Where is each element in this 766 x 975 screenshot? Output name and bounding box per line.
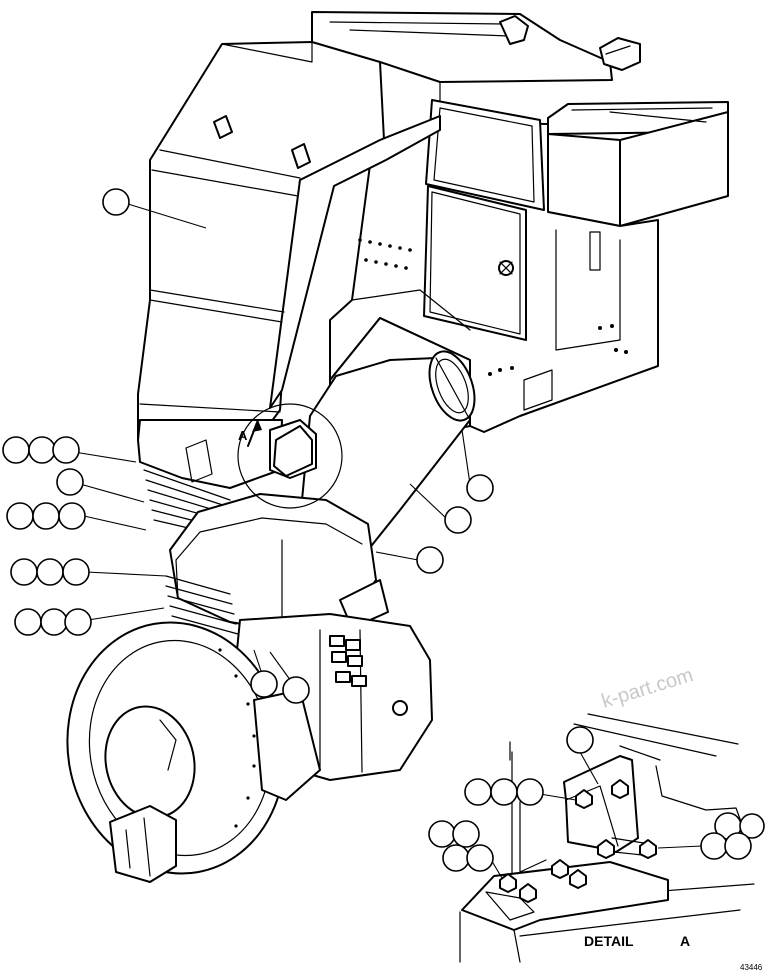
callout-balloon bbox=[102, 188, 130, 216]
callout-balloon bbox=[516, 778, 544, 806]
precleaner-shell bbox=[169, 493, 377, 633]
control-box-side bbox=[547, 133, 621, 227]
callout-balloon bbox=[32, 502, 60, 530]
callout-balloon bbox=[700, 832, 728, 860]
detail-circle bbox=[237, 403, 343, 509]
callout-balloon bbox=[466, 844, 494, 872]
lift-eye-1 bbox=[499, 15, 529, 45]
callout-balloon bbox=[466, 474, 494, 502]
louvre-box bbox=[137, 419, 283, 489]
detail-title: DETAIL bbox=[584, 933, 634, 949]
detail-bolts bbox=[499, 779, 657, 903]
view-arrow-head bbox=[252, 420, 262, 432]
callout-balloon bbox=[452, 820, 480, 848]
callout-balloon bbox=[416, 546, 444, 574]
callout-balloons bbox=[2, 188, 765, 872]
watermark-3: k-part.com bbox=[599, 664, 696, 713]
bolt-5 bbox=[499, 873, 517, 893]
callout-balloon bbox=[14, 608, 42, 636]
callout-balloon bbox=[28, 436, 56, 464]
drawing-number: 43446 bbox=[740, 963, 763, 972]
callout-balloon bbox=[464, 778, 492, 806]
leader-lines bbox=[73, 203, 703, 879]
detail-view-marker: A bbox=[237, 403, 343, 509]
view-marker-letter: A bbox=[238, 428, 248, 443]
bolt-4 bbox=[639, 839, 657, 859]
callout-balloon bbox=[490, 778, 518, 806]
callout-balloon bbox=[739, 813, 765, 839]
callout-balloon bbox=[566, 726, 594, 754]
callout-balloon bbox=[56, 468, 84, 496]
callout-balloon bbox=[10, 558, 38, 586]
access-door bbox=[423, 185, 527, 341]
callout-balloon bbox=[428, 820, 456, 848]
bolt-7 bbox=[569, 869, 587, 889]
detail-letter: A bbox=[680, 933, 690, 949]
bolt-2 bbox=[611, 779, 629, 799]
callout-balloon bbox=[58, 502, 86, 530]
callout-balloon bbox=[36, 558, 64, 586]
callout-balloon bbox=[444, 506, 472, 534]
callout-balloon bbox=[64, 608, 92, 636]
detail-a-inset: DETAIL A bbox=[459, 713, 755, 963]
callout-balloon bbox=[282, 676, 310, 704]
callout-balloon bbox=[250, 670, 278, 698]
bolt-8 bbox=[519, 883, 537, 903]
generator-assembly bbox=[66, 613, 433, 883]
funnel bbox=[109, 805, 177, 883]
precleaner-box bbox=[165, 493, 389, 635]
callout-balloon bbox=[2, 436, 30, 464]
callout-balloon bbox=[62, 558, 90, 586]
callout-balloon bbox=[6, 502, 34, 530]
callout-balloon bbox=[724, 832, 752, 860]
detail-panel-edge bbox=[573, 713, 739, 757]
bolt-3 bbox=[597, 839, 615, 859]
callout-balloon bbox=[442, 844, 470, 872]
upper-panel bbox=[425, 99, 545, 211]
bolt-1 bbox=[575, 789, 593, 809]
callout-balloon bbox=[52, 436, 80, 464]
bolt-6 bbox=[551, 859, 569, 879]
callout-balloon bbox=[40, 608, 68, 636]
